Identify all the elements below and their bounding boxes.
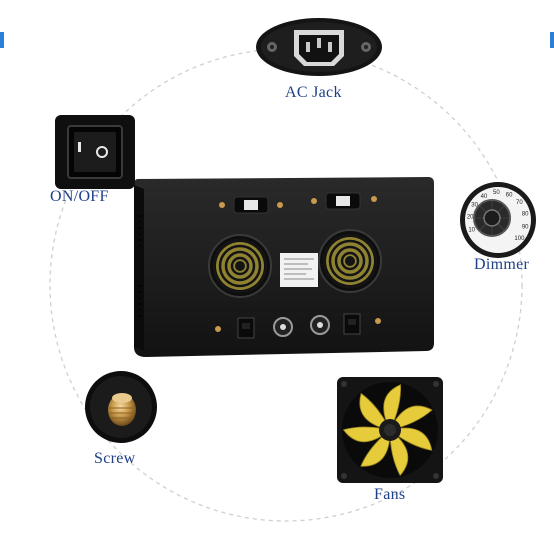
label-dimmer: Dimmer — [474, 256, 530, 273]
dimmer-scale-mark: 90 — [522, 225, 529, 231]
panel-ac-jack-right — [311, 192, 377, 210]
label-on-off: ON/OFF — [50, 188, 109, 205]
dimmer-scale-mark: 50 — [493, 190, 500, 196]
fan-blade — [389, 405, 433, 431]
label-fans: Fans — [374, 486, 406, 503]
panel-ac-jack-left — [219, 196, 283, 214]
label-screw: Screw — [94, 450, 136, 467]
fan-blade — [383, 384, 401, 431]
power-socket-icon — [256, 18, 382, 76]
dimmer-scale-mark: 10 — [468, 228, 475, 234]
panel-fan-right — [318, 229, 382, 293]
label-ac-jack: AC Jack — [285, 84, 342, 101]
dimmer-scale-mark: 70 — [516, 200, 523, 206]
left-edge-accent — [0, 32, 4, 48]
fan-blade — [389, 427, 433, 451]
fan-blade — [360, 429, 391, 467]
right-edge-accent — [550, 32, 554, 48]
fan-blade — [342, 426, 391, 443]
rocker-switch-icon — [55, 115, 135, 189]
dimmer-scale-mark: 30 — [471, 203, 478, 209]
fan-blade — [389, 429, 409, 477]
dimmer-scale-mark: 100 — [514, 236, 525, 242]
fan-blade — [359, 392, 391, 431]
dimmer-scale-mark: 60 — [506, 192, 513, 198]
panel-fan-left — [208, 234, 272, 298]
dimmer-scale-mark: 20 — [467, 215, 474, 221]
dimmer-scale-mark: 80 — [522, 212, 529, 218]
cooling-fan-icon — [337, 377, 443, 483]
dimmer-scale-mark: 40 — [481, 194, 488, 200]
brass-screw-icon — [85, 371, 157, 443]
led-panel-back-view — [134, 177, 434, 357]
